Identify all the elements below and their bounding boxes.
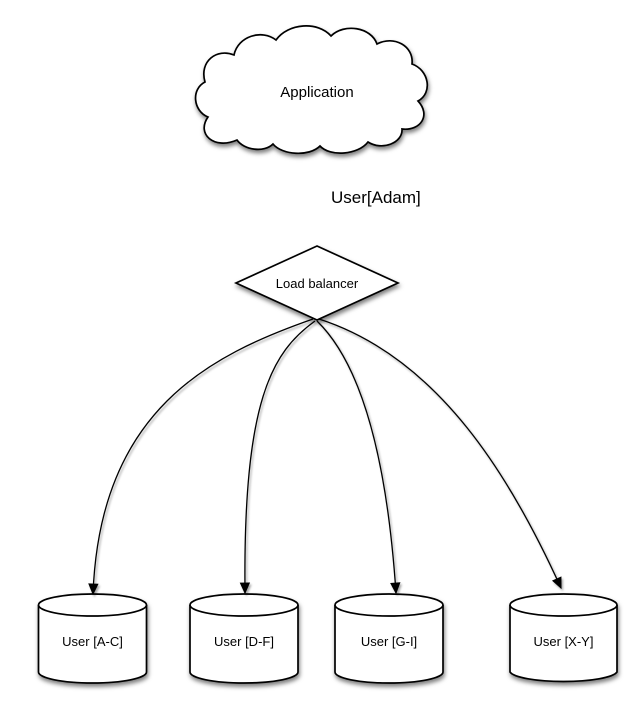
node-db-user-x-y — [509, 593, 618, 683]
cylinder-body — [189, 605, 299, 684]
cylinder-body — [334, 605, 444, 684]
node-db-user-a-c — [37, 593, 148, 684]
edge-user-adam-label: User[Adam] — [331, 188, 421, 207]
node-application — [194, 25, 429, 155]
node-db-user-g-i-label: User [G-I] — [361, 634, 417, 649]
cylinder-body — [37, 605, 148, 684]
edge-load-balancer-to-db-x-y — [318, 318, 562, 590]
cylinder-top — [37, 593, 148, 617]
diamond-icon — [233, 245, 401, 321]
edge-load-balancer-to-db-a-c — [88, 318, 314, 596]
edge-load-balancer-to-db-g-i — [316, 320, 401, 595]
node-load-balancer — [233, 245, 401, 321]
edge-load-balancer-to-db-d-f — [239, 320, 316, 595]
node-db-user-d-f — [189, 593, 299, 684]
cylinder-top — [189, 593, 299, 617]
node-application-label: Application — [280, 84, 353, 101]
cylinder-top — [334, 593, 444, 617]
node-db-user-x-y-label: User [X-Y] — [534, 634, 594, 649]
node-db-user-g-i — [334, 593, 444, 684]
cylinder-body — [509, 605, 618, 683]
edges-load-balancer-to-databases — [88, 318, 562, 596]
node-db-user-a-c-label: User [A-C] — [62, 634, 123, 649]
node-db-user-d-f-label: User [D-F] — [214, 634, 274, 649]
cloud-icon — [194, 25, 429, 155]
cylinder-top — [509, 593, 618, 617]
node-load-balancer-label: Load balancer — [276, 276, 359, 291]
